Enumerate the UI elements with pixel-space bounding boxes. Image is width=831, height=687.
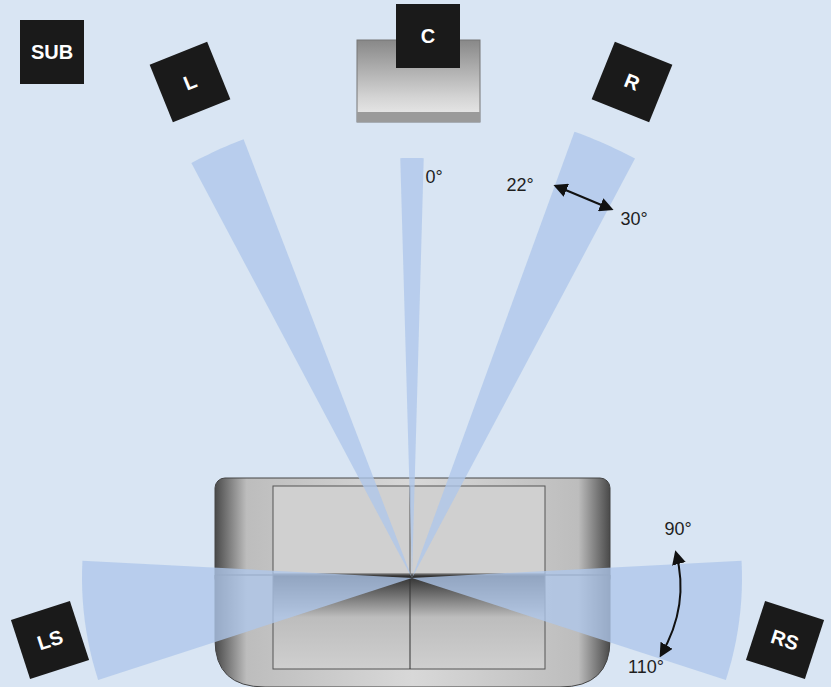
speaker-label: R [621,69,643,96]
beam-wedge [412,561,742,680]
angle-arrow [556,186,611,209]
angle-label: 0° [425,168,442,188]
speaker-label: C [421,25,435,48]
beam-wedge [412,132,635,578]
speaker-box: L [150,42,231,123]
beam-wedge [191,139,412,578]
angle-label: 22° [506,176,533,196]
angle-label: 110° [628,658,664,678]
speaker-label: SUB [31,41,73,64]
beam-wedge [82,561,412,680]
angle-label: 30° [620,210,647,230]
speaker-box: LS [11,601,89,679]
speaker-box: SUB [20,20,84,84]
speaker-label: LS [34,625,65,655]
listening-angle-beams [82,132,742,680]
speaker-box: RS [746,601,824,679]
speaker-label: RS [768,625,802,655]
speaker-box: C [396,4,460,68]
beam-wedge [400,158,423,578]
speaker-box: R [592,42,673,123]
speaker-label: L [180,69,200,95]
angle-arrow [661,553,681,655]
angle-label: 90° [664,520,691,540]
